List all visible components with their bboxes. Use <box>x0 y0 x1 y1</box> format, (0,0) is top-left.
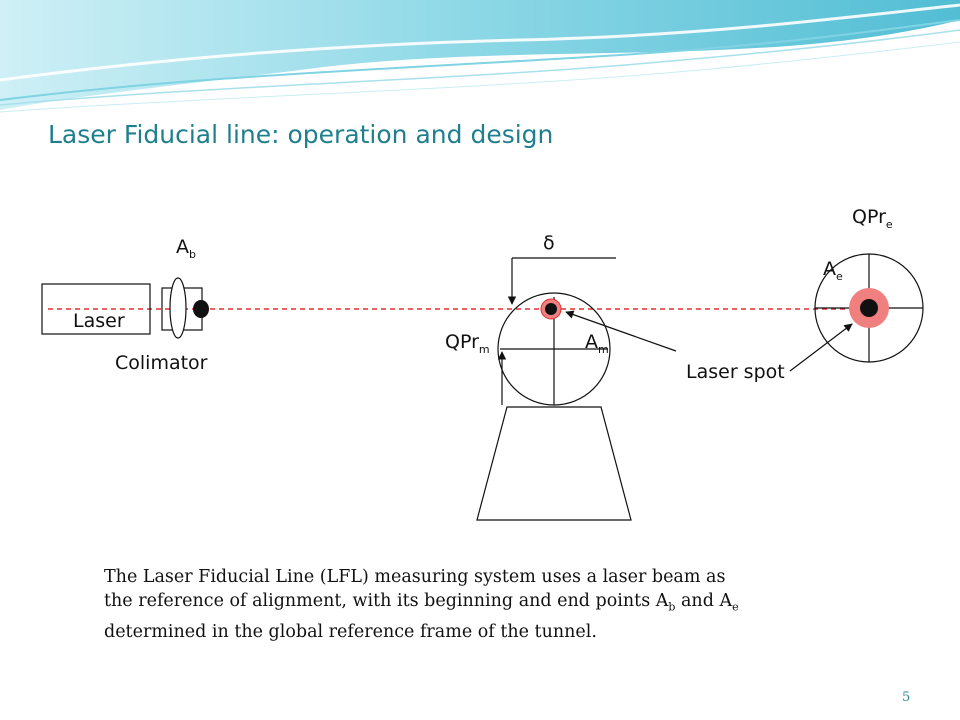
qprm-base: QPr <box>445 331 479 353</box>
laser-box <box>41 283 151 335</box>
end-station <box>814 253 924 363</box>
delta-label: δ <box>543 232 555 254</box>
qpre-label: QPre <box>852 206 893 231</box>
caption-line-3: determined in the global reference frame… <box>104 621 597 642</box>
qprm-label: QPrm <box>445 331 490 356</box>
laser-spot-pointer-middle <box>565 310 677 352</box>
qpre-sub: e <box>886 218 893 231</box>
ae-sub: e <box>836 270 843 283</box>
caption-line-2-mid: and A <box>675 591 733 611</box>
ae-label: Ae <box>823 258 843 283</box>
colimator <box>161 277 209 339</box>
laser-label: Laser <box>73 310 125 332</box>
ae-base: A <box>823 258 836 280</box>
ab-label: Ab <box>176 236 196 261</box>
am-sub: m <box>598 343 609 356</box>
caption-line-2-pre: the reference of alignment, with its beg… <box>104 591 669 611</box>
caption-sub-b: b <box>668 600 676 614</box>
am-base: A <box>585 331 598 353</box>
caption: The Laser Fiducial Line (LFL) measuring … <box>104 565 864 644</box>
middle-station <box>476 292 632 521</box>
delta-offset-indicator <box>507 257 616 305</box>
caption-sub-e: e <box>732 600 739 614</box>
header-wave-decoration <box>0 0 960 113</box>
am-label: Am <box>585 331 609 356</box>
colimator-label: Colimator <box>115 352 208 374</box>
page-number: 5 <box>902 690 911 705</box>
ab-base: A <box>176 236 189 258</box>
ab-sub: b <box>189 248 196 261</box>
slide-title: Laser Fiducial line: operation and desig… <box>48 120 554 149</box>
qpre-base: QPr <box>852 206 886 228</box>
laser-spot-label: Laser spot <box>686 361 785 383</box>
caption-line-1: The Laser Fiducial Line (LFL) measuring … <box>104 567 726 587</box>
qprm-sub: m <box>479 343 490 356</box>
laser-spot-pointer-end <box>789 323 853 372</box>
caption-line-2: the reference of alignment, with its beg… <box>104 589 864 620</box>
